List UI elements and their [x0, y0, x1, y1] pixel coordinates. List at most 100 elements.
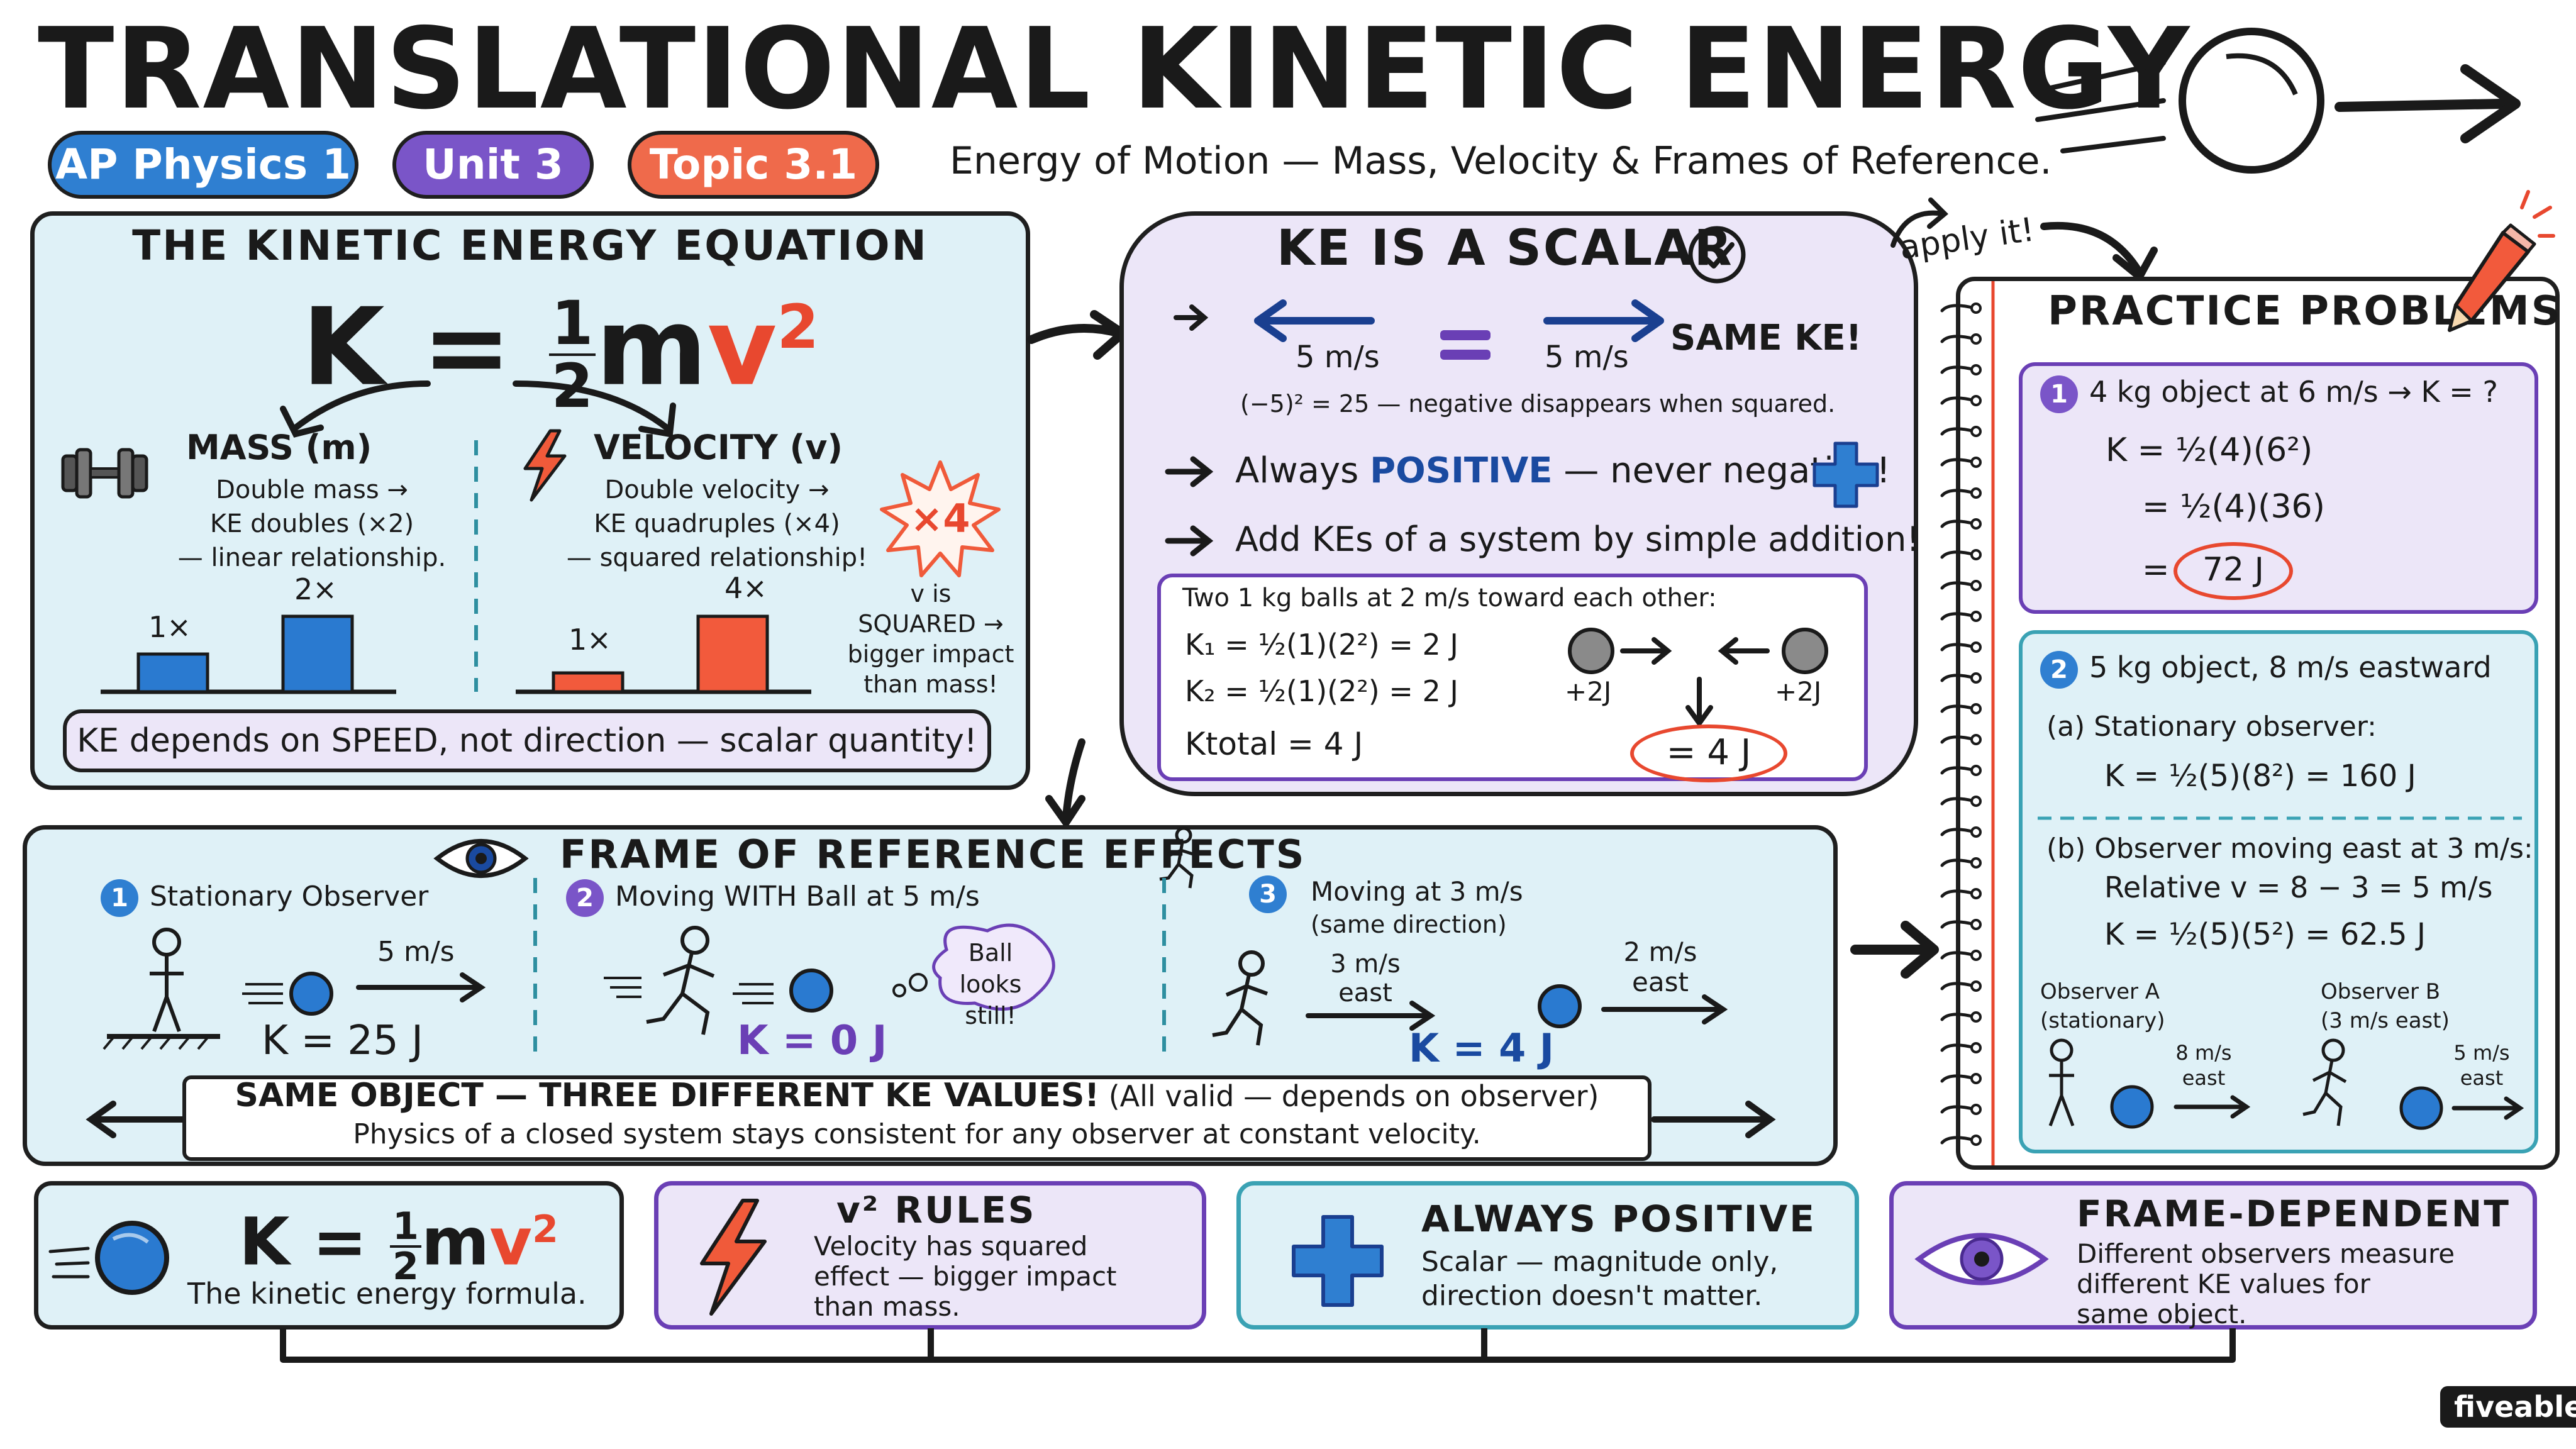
summary-v2-text: Velocity has squared effect — bigger imp… — [814, 1231, 1117, 1322]
spiral-ring — [1940, 426, 1982, 437]
plus-icon — [1813, 441, 1879, 508]
total-result-circle — [1630, 724, 1787, 782]
frame-divider-1 — [533, 878, 537, 1060]
observer-b-label: Observer B (3 m/s east) — [2321, 979, 2450, 1033]
problem-1-step-1: K = ½(4)(6²) — [2106, 431, 2313, 469]
spiral-ring — [1940, 796, 1982, 807]
bullet-arrow-2 — [1165, 525, 1214, 557]
problem-2b-relative: Relative v = 8 − 3 = 5 m/s — [2104, 870, 2493, 904]
spiral-ring — [1940, 857, 1982, 869]
scenario-3-scene — [1212, 950, 1728, 1046]
summary-positive-title: ALWAYS POSITIVE — [1421, 1197, 1816, 1240]
problem-2a-label: (a) Stationary observer: — [2046, 711, 2377, 743]
problem-1-answer: 72 J — [2202, 551, 2265, 589]
formula-ball-icon — [48, 1221, 169, 1295]
scenario-3-title: Moving at 3 m/s (same direction) — [1311, 876, 1523, 938]
spiral-ring — [1940, 457, 1982, 468]
spiral-ring — [1940, 333, 1982, 345]
observer-b-speed: 5 m/s east — [2453, 1041, 2510, 1090]
scenario-2-bubble: Ball looks still! — [959, 939, 1022, 1030]
v-squared-note: v is SQUARED → bigger impact than mass! — [847, 580, 1014, 698]
problem-1-answer-circle — [2174, 542, 2293, 600]
bullet-arrow-1 — [1165, 456, 1214, 487]
badge-topic: Topic 3.1 — [628, 131, 879, 199]
v2-lightning-icon — [700, 1199, 767, 1316]
scenario-1-ke: K = 25 J — [262, 1018, 423, 1064]
badge-ap-physics: AP Physics 1 — [48, 131, 358, 199]
summary-formula-caption: The kinetic energy formula. — [187, 1277, 587, 1311]
velocity-bar-label-1: 1× — [569, 623, 611, 657]
equation-divider — [474, 440, 478, 692]
page-title: TRANSLATIONAL KINETIC ENERGY — [38, 4, 2191, 134]
mass-bar-1 — [136, 652, 209, 694]
spiral-ring — [1940, 826, 1982, 838]
spiral-ring — [1940, 641, 1982, 653]
total-result: = 4 J — [1666, 732, 1752, 773]
velocity-bar-label-2: 4× — [724, 571, 767, 605]
summary-v2-title: v² RULES — [836, 1189, 1036, 1231]
problem-2-divider — [2038, 816, 2522, 820]
scenario-2-scene — [604, 923, 1055, 1035]
spiral-ring — [1940, 395, 1982, 406]
two-ball-title: Two 1 kg balls at 2 m/s toward each othe… — [1182, 584, 1717, 613]
always-positive-line: Always POSITIVE — never negative! — [1235, 450, 1890, 491]
frame-banner — [182, 1075, 1652, 1161]
notebook-spiral — [1940, 303, 1982, 1146]
rolling-ball-icon — [2035, 28, 2521, 174]
observer-b-scene — [2302, 1038, 2524, 1130]
lightning-icon — [523, 429, 567, 502]
spiral-ring — [1940, 1104, 1982, 1115]
mass-bar-2 — [281, 614, 354, 694]
mass-description: Double mass → KE doubles (×2) — linear r… — [177, 475, 447, 572]
spiral-ring — [1940, 950, 1982, 961]
fiveable-logo: fiveable — [2440, 1386, 2576, 1428]
scenario-3-ke: K = 4 J — [1409, 1025, 1554, 1071]
summary-frame-text: Different observers measure different KE… — [2077, 1238, 2455, 1330]
velocity-description: Double velocity → KE quadruples (×4) — s… — [566, 475, 868, 572]
summary-connector — [280, 1328, 2236, 1363]
scalar-direction-arrows — [1174, 299, 1664, 360]
spiral-ring — [1940, 518, 1982, 530]
x4-badge: ×4 — [910, 496, 970, 541]
scenario-1-speed: 5 m/s — [377, 936, 455, 968]
scenario-3-observer-speed: 3 m/s east — [1330, 950, 1401, 1008]
same-ke-label: SAME KE! — [1670, 318, 1862, 358]
frame-divider-2 — [1162, 878, 1166, 1060]
spiral-ring — [1940, 580, 1982, 591]
problem-1-eq-sign: = — [2142, 551, 2170, 589]
summary-plus-icon — [1292, 1215, 1384, 1307]
spiral-ring — [1940, 549, 1982, 560]
scenario-1-scene — [103, 928, 486, 1050]
x4-starburst-icon — [880, 460, 1001, 577]
velocity-bar-chart — [516, 614, 811, 694]
mass-bar-label-1: 1× — [148, 610, 191, 644]
colliding-balls-icon — [1568, 628, 1828, 728]
mass-heading: MASS (m) — [186, 428, 372, 467]
velocity-heading: VELOCITY (v) — [594, 428, 843, 467]
problem-2-card — [2019, 630, 2538, 1153]
velocity-bar-1 — [552, 671, 625, 694]
equation-footer — [63, 709, 991, 772]
equation-panel-title: THE KINETIC ENERGY EQUATION — [132, 221, 928, 270]
summary-positive-text: Scalar — magnitude only, direction doesn… — [1421, 1246, 1779, 1312]
checkmark-circle-icon — [1688, 226, 1746, 284]
square-note: (−5)² = 25 — negative disappears when sq… — [1240, 390, 1836, 418]
scenario-3-ball-speed: 2 m/s east — [1623, 936, 1697, 997]
spiral-ring — [1940, 919, 1982, 930]
observer-a-speed: 8 m/s east — [2175, 1041, 2232, 1090]
spiral-ring — [1940, 888, 1982, 899]
eye-icon — [433, 839, 529, 878]
spiral-ring — [1940, 765, 1982, 776]
mass-bar-chart — [101, 614, 396, 694]
spiral-ring — [1940, 611, 1982, 622]
right-speed-label: 5 m/s — [1545, 340, 1629, 375]
problem-2b-label: (b) Observer moving east at 3 m/s: — [2046, 833, 2533, 865]
spiral-ring — [1940, 980, 1982, 992]
mass-bar-label-2: 2× — [294, 572, 337, 606]
k1-line: K₁ = ½(1)(2²) = 2 J — [1185, 628, 1458, 662]
spiral-ring — [1940, 734, 1982, 745]
page-subtitle: Energy of Motion — Mass, Velocity & Fram… — [950, 139, 2052, 183]
k2-line: K₂ = ½(1)(2²) = 2 J — [1185, 674, 1458, 708]
